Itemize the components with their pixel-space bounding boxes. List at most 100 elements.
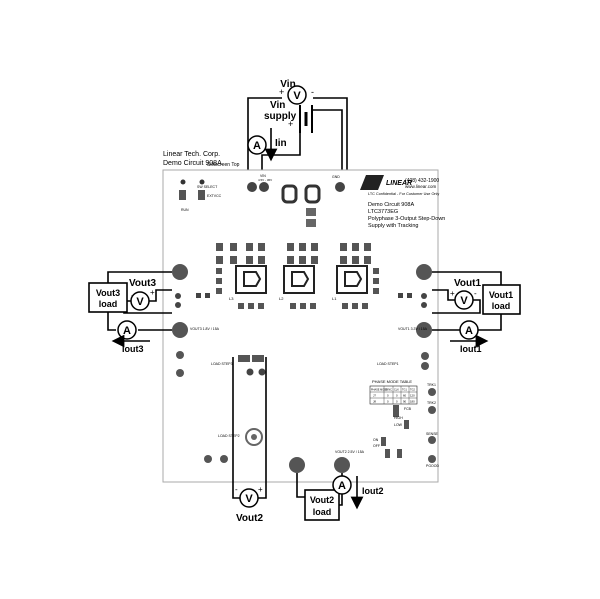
gnd-pad-top[interactable] <box>335 182 345 192</box>
low-label: LOW <box>394 423 403 427</box>
vin-voltmeter: V <box>287 85 307 105</box>
vout2-plus-sign: + <box>258 485 263 494</box>
vout1-terminal[interactable] <box>416 322 432 338</box>
vin-range-label: 4.5V - 36V <box>258 178 272 182</box>
vout3-load-box: Vout3 load <box>88 282 128 313</box>
pm-row0-c4: 120 <box>410 394 415 398</box>
run-label: RUN <box>181 208 189 212</box>
vin-pad[interactable] <box>247 182 269 192</box>
vout3-voltmeter-label: V <box>136 296 144 308</box>
pm-header-2: CLK <box>394 389 399 392</box>
off-label: OFF <box>373 444 380 448</box>
board-title-3: Polyphase 3-Output Step-Down <box>368 216 445 222</box>
vout3-terminal[interactable] <box>172 322 188 338</box>
input-capacitors <box>281 184 321 227</box>
pm-header-1: SYNC <box>385 389 392 392</box>
vout1-plus-sign: + <box>450 289 455 298</box>
iin-ammeter-label: A <box>253 140 261 152</box>
vout1-voltmeter-label: V <box>460 295 468 307</box>
phase-mode-table: PHASE MODE TABLE PHASE MODE SYNC CLK TG1… <box>369 379 418 405</box>
vout2-load-box: Vout2 load <box>304 489 340 521</box>
iout3-ammeter-label: A <box>123 325 131 337</box>
vin-meter-label: Vin <box>280 79 295 90</box>
vin-supply-label-1: Vin <box>270 100 285 111</box>
board-title-2: LTC3773EG <box>368 209 398 215</box>
pm-row0-c1: 0 <box>387 394 389 398</box>
vout1-label: Vout1 <box>454 278 481 289</box>
iin-label: Iin <box>275 138 287 149</box>
vin-plus-sign: + <box>279 87 284 97</box>
svg-text:LINEAR: LINEAR <box>386 180 412 187</box>
vout1-load-box: Vout1 load <box>482 284 521 315</box>
web-label: www.linear.com <box>405 184 437 189</box>
pm-row1-c3: 90 <box>403 400 407 404</box>
pm-row1-c4: 180 <box>410 400 415 404</box>
vout3-sense-pads <box>175 293 210 308</box>
high-label: HIGH <box>394 416 403 420</box>
iout1-ammeter-label: A <box>465 325 473 337</box>
vout3-gnd-terminal[interactable] <box>172 264 188 280</box>
iout1-ammeter: A <box>459 320 479 340</box>
iout2-ammeter-label: A <box>338 480 346 492</box>
vout1-voltmeter: V <box>454 290 474 310</box>
stage-3 <box>336 243 379 309</box>
inductor-l3-label: L3 <box>229 296 234 301</box>
pm-row1-c2: 0 <box>396 400 398 404</box>
right-mid-pads <box>381 352 436 463</box>
left-mid-pads <box>176 351 228 463</box>
company-line-2: Demo Circuit 908A <box>163 160 222 167</box>
iout3-label: Iout3 <box>122 344 144 354</box>
trk2-label: TRK2 <box>427 401 436 405</box>
board-title-1: Demo Circuit 908A <box>368 202 414 208</box>
board-outline <box>162 169 439 483</box>
vout2-label: Vout2 <box>236 513 263 524</box>
phone-label: (408) 432-1900 <box>405 178 439 184</box>
trk1-label: TRK1 <box>427 383 436 387</box>
vin-minus-sign: - <box>311 87 314 97</box>
vout3-spec-label: VOUT3 1.8V / 15A <box>190 327 220 331</box>
vin-voltmeter-label: V <box>293 90 301 102</box>
inductor-l2-label: L2 <box>279 296 284 301</box>
pm-header-0: PHASE MODE <box>371 389 388 392</box>
vout2-terminal[interactable] <box>334 457 350 473</box>
inductor-l1-label: L1 <box>332 296 337 301</box>
vout2-gnd-terminal[interactable] <box>289 457 305 473</box>
vout1-load-line2: load <box>492 301 511 311</box>
vin-pad-label: VIN <box>260 174 266 178</box>
vout2-minus-sign: - <box>235 485 238 494</box>
vout3-minus-sign: - <box>131 291 134 300</box>
pm-row1-c0: J8 <box>373 400 376 404</box>
board-title-4: Supply with Tracking <box>368 223 418 229</box>
vout2-load-line1: Vout2 <box>310 495 334 505</box>
vin-supply-label-2: supply <box>264 111 297 122</box>
vout1-minus-sign: - <box>474 289 477 298</box>
on-label: ON <box>373 438 379 442</box>
confidential-label: LTC Confidential - For Customer Use Only <box>368 192 439 196</box>
vout2-voltmeter-label: V <box>245 493 253 505</box>
vout1-gnd-terminal[interactable] <box>416 264 432 280</box>
stage-1 <box>216 243 267 309</box>
battery-plus-sign: + <box>288 119 293 129</box>
pm-header-4: TG2 <box>410 389 415 392</box>
iout1-label: Iout1 <box>460 344 482 354</box>
pm-row1-c1: 0 <box>387 400 389 404</box>
pgood-label: PGOOD <box>426 464 440 468</box>
vout2-spec-label: VOUT2 2.5V / 15A <box>335 450 365 454</box>
load-step2-label: LOAD STEP2 <box>218 434 240 438</box>
load-step1-label: LOAD STEP1 <box>377 362 399 366</box>
vout3-load-line2: load <box>99 299 118 309</box>
extvcc-label: EXTVCC <box>207 194 222 198</box>
vout2-voltmeter: V <box>239 488 259 508</box>
vout3-plus-sign: + <box>150 288 155 297</box>
vout3-label: Vout3 <box>129 278 156 289</box>
pm-row0-c3: 60 <box>403 394 407 398</box>
vout2-wiring <box>232 357 343 506</box>
ltc-logo: LINEAR <box>360 175 412 190</box>
iout2-ammeter: A <box>332 475 352 495</box>
vout1-wiring <box>432 271 502 331</box>
vout1-spec-label: VOUT1 3.3V / 15A <box>398 327 428 331</box>
phase-mode-table-title: PHASE MODE TABLE <box>372 379 412 384</box>
vout2-load-line2: load <box>313 507 332 517</box>
vout3-voltmeter: V <box>130 291 150 311</box>
